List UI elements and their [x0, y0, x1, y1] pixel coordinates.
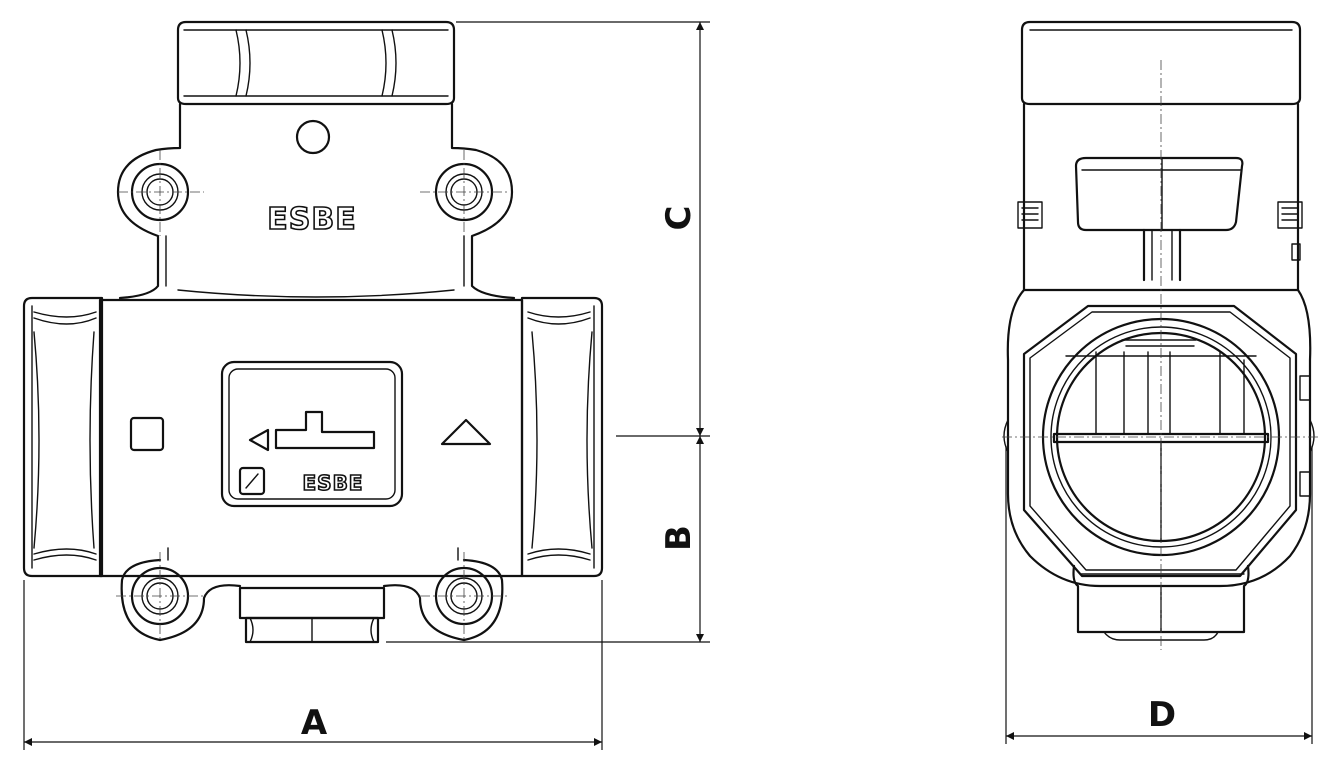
dimension-d-label: D [1148, 695, 1176, 735]
esbe-emblem [238, 466, 266, 496]
dimension-d: D [1005, 446, 1313, 744]
right-port [520, 296, 604, 578]
pipe-symbol [274, 410, 376, 450]
side-tab-left [1017, 201, 1043, 229]
indicator-hole [295, 119, 331, 155]
bottom-left-ear-hole [116, 552, 204, 640]
dimension-a: A [23, 580, 603, 750]
top-right-ear-hole [420, 150, 508, 236]
bottom-right-ear-hole [420, 552, 508, 640]
flow-arrow-symbol [248, 428, 270, 452]
center-plate: ESBE [220, 360, 404, 508]
brand-logo: ESBE [267, 202, 356, 237]
top-port [176, 20, 456, 106]
side-tab-right [1277, 201, 1303, 261]
side-view: D [1002, 20, 1320, 744]
top-left-ear-hole [118, 150, 204, 236]
actuator-knob [1074, 156, 1244, 282]
triangle-marker [440, 418, 492, 446]
bottom-port [238, 586, 386, 644]
front-view: ESBE [22, 20, 710, 750]
dimension-a-label: A [301, 703, 328, 743]
side-top-port [1020, 20, 1302, 106]
left-port [22, 296, 104, 578]
esbe-emblem-slash [245, 473, 259, 489]
bottom-ears [120, 547, 504, 642]
plate-brand-logo: ESBE [303, 471, 364, 495]
dimension-b-label: B [659, 525, 699, 551]
side-body [1003, 288, 1315, 588]
dimension-b: B [386, 436, 710, 643]
dimension-c: C [456, 21, 710, 437]
square-marker [129, 416, 165, 452]
side-neck [1022, 102, 1300, 292]
dimension-c-label: C [659, 206, 699, 231]
